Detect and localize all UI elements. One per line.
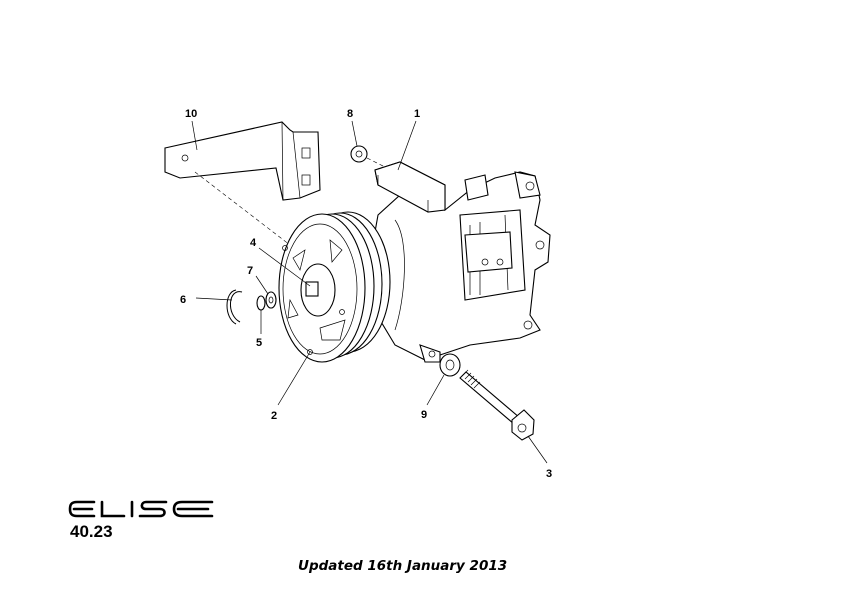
bolt-part <box>459 369 535 441</box>
circlip-part <box>226 289 243 325</box>
callout-9: 9 <box>421 409 427 421</box>
callout-3: 3 <box>546 468 552 480</box>
bracket-part <box>164 121 321 201</box>
callout-8: 8 <box>347 108 353 120</box>
callout-2: 2 <box>271 410 277 422</box>
callout-4: 4 <box>250 237 257 249</box>
callout-10: 10 <box>185 108 197 120</box>
leader-lines <box>191 120 548 464</box>
page-number: 40.23 <box>70 522 113 541</box>
washer-9-part <box>439 353 461 377</box>
shim-part <box>256 295 266 311</box>
washer-part <box>265 291 277 309</box>
callout-7: 7 <box>247 265 253 277</box>
callout-6: 6 <box>180 294 186 306</box>
callout-5: 5 <box>256 337 262 349</box>
nut-part <box>350 145 368 163</box>
callout-1: 1 <box>414 108 420 120</box>
pulley-part <box>278 211 391 363</box>
updated-date: Updated 16th January 2013 <box>298 558 508 574</box>
compressor-part <box>369 161 551 363</box>
elise-logo <box>68 500 214 518</box>
